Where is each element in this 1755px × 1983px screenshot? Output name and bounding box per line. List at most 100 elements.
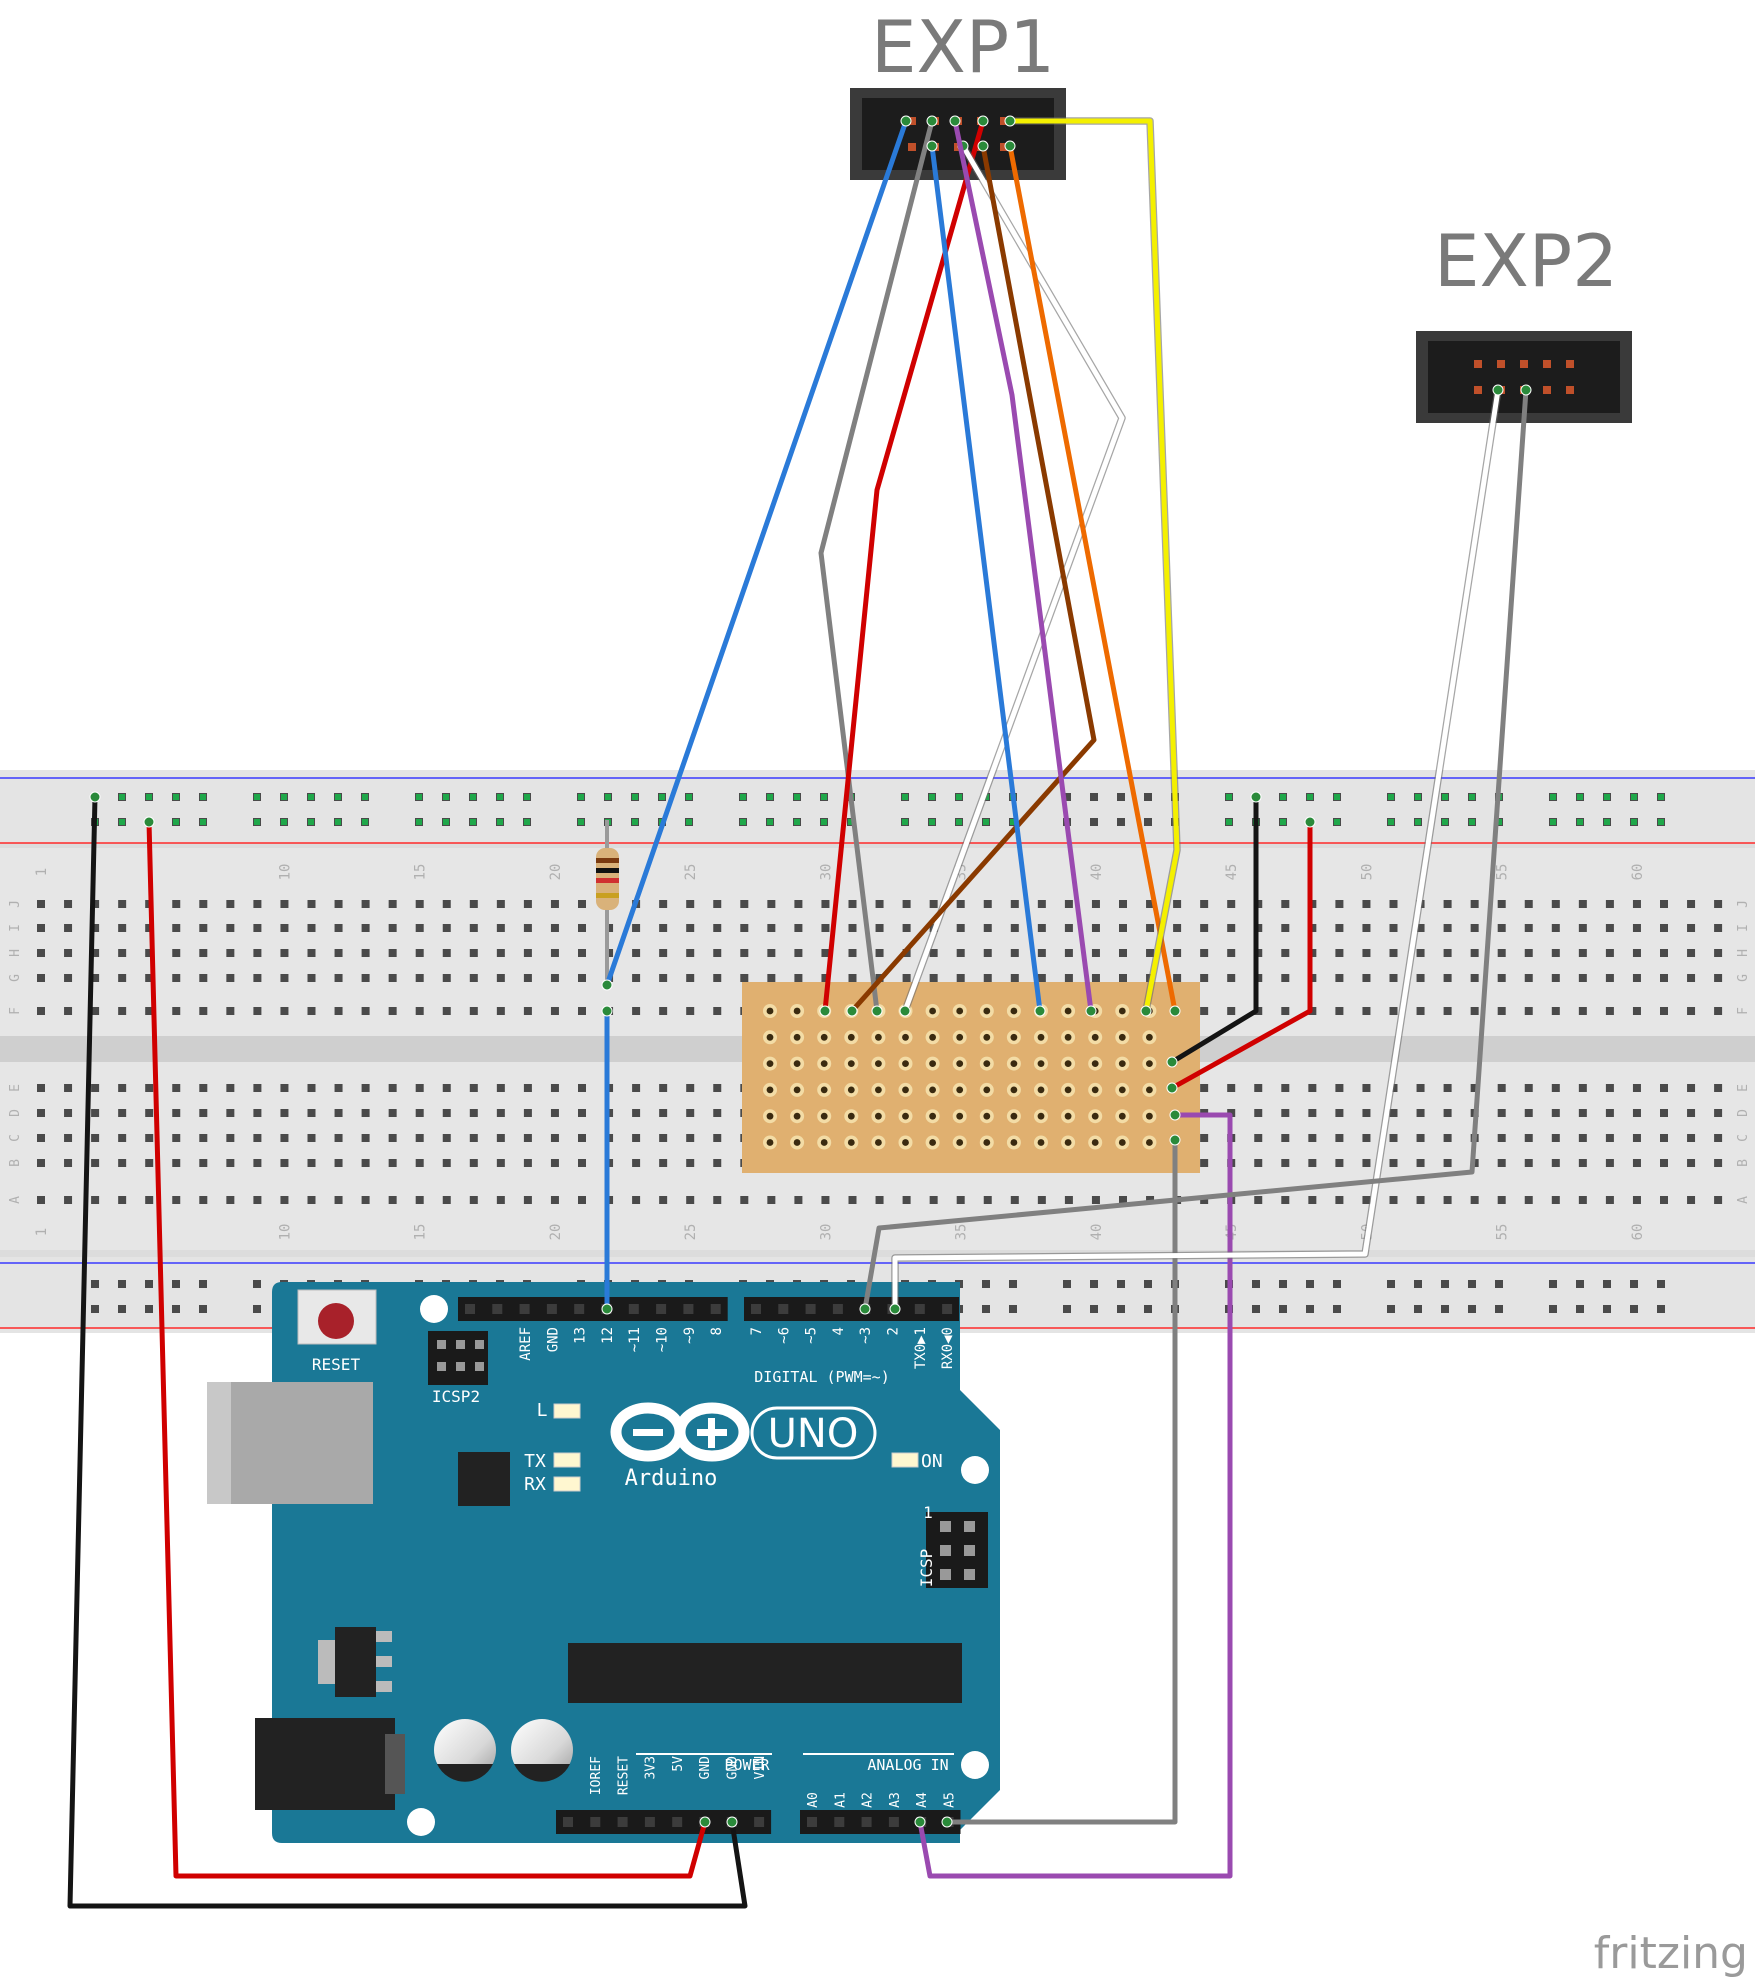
breadboard-hole: [794, 1196, 803, 1204]
breadboard-hole: [956, 924, 965, 932]
breadboard-hole: [902, 974, 911, 982]
wire-end: [1166, 1056, 1178, 1068]
breadboard-hole: [226, 1109, 235, 1117]
connected-hole: [524, 819, 530, 825]
breadboard-hole: [1660, 1084, 1668, 1092]
breadboard-hole: [1687, 1109, 1696, 1117]
connected-hole: [929, 794, 935, 800]
power-header: [556, 1810, 772, 1834]
row-letter: A: [1736, 1196, 1751, 1204]
perfboard-hole: [1146, 1033, 1153, 1041]
breadboard-hole: [199, 1134, 208, 1142]
breadboard-hole: [388, 949, 397, 957]
perfboard-hole: [820, 1060, 828, 1067]
breadboard-hole: [1660, 1196, 1668, 1204]
breadboard-hole: [1714, 1084, 1723, 1092]
column-number: 25: [683, 864, 699, 881]
perfboard-hole: [1064, 1086, 1072, 1094]
capacitor-stripe: [437, 1764, 493, 1782]
header-socket: [492, 1304, 503, 1314]
breadboard-hole: [632, 924, 641, 932]
breadboard-hole: [659, 1084, 668, 1092]
arduino-uno: RESET ICSP2 L TX RX ON: [207, 1282, 1000, 1843]
breadboard-hole: [713, 924, 722, 932]
breadboard-hole: [1578, 1084, 1587, 1092]
connected-hole: [848, 819, 854, 825]
icsp-pin: [964, 1521, 975, 1532]
pin-label: 4: [831, 1327, 847, 1335]
header-socket: [805, 1304, 816, 1314]
breadboard-hole: [37, 949, 45, 957]
pin-label: 12: [600, 1327, 616, 1344]
breadboard-hole: [1173, 924, 1182, 932]
breadboard-hole: [1335, 949, 1344, 957]
breadboard-hole: [523, 900, 532, 908]
perfboard-hole: [1010, 1112, 1018, 1120]
breadboard-hole: [686, 974, 695, 982]
connected-hole: [497, 819, 503, 825]
row-letter: J: [8, 900, 23, 908]
row-letter: G: [1736, 974, 1751, 982]
header-socket: [563, 1817, 573, 1827]
connected-hole: [308, 819, 314, 825]
breadboard-hole: [1524, 1007, 1533, 1015]
rail-hole: [1603, 1305, 1611, 1313]
column-number: 45: [1224, 864, 1240, 881]
digital-header: [458, 1297, 960, 1321]
breadboard-hole: [686, 1196, 695, 1204]
breadboard-hole: [496, 900, 505, 908]
perfboard-hole: [820, 1112, 828, 1120]
perfboard-hole: [875, 1139, 882, 1146]
led-rx-label: RX: [524, 1474, 546, 1495]
rail-hole: [199, 1305, 207, 1313]
rail-hole: [91, 1305, 99, 1313]
breadboard-hole: [91, 1109, 100, 1117]
breadboard-hole: [794, 974, 803, 982]
breadboard-hole: [172, 1134, 181, 1142]
breadboard-hole: [550, 1007, 559, 1015]
breadboard-hole: [1497, 949, 1506, 957]
column-number: 50: [1359, 864, 1375, 881]
breadboard-hole: [1578, 949, 1587, 957]
breadboard-hole: [334, 900, 343, 908]
breadboard-hole: [361, 1196, 370, 1204]
row-letter: I: [1736, 924, 1751, 932]
column-number: 60: [1630, 1224, 1646, 1241]
breadboard-hole: [686, 1109, 695, 1117]
column-number: 10: [277, 864, 293, 881]
pin-label: 7: [749, 1327, 765, 1335]
rail-hole: [1603, 1280, 1611, 1288]
rail-hole: [1306, 1280, 1314, 1288]
perfboard-hole: [983, 1139, 991, 1146]
breadboard-hole: [415, 1196, 424, 1204]
breadboard-hole: [1146, 900, 1155, 908]
breadboard-hole: [37, 924, 45, 932]
breadboard-hole: [1091, 924, 1100, 932]
breadboard-hole: [64, 1084, 73, 1092]
wire-end: [949, 115, 961, 127]
breadboard-hole: [1362, 1007, 1371, 1015]
breadboard-hole: [64, 974, 73, 982]
breadboard-hole: [740, 1196, 749, 1204]
breadboard-hole: [1281, 1109, 1290, 1117]
rail-hole: [1468, 1280, 1476, 1288]
regulator-pin: [376, 1681, 392, 1692]
breadboard-hole: [199, 949, 208, 957]
breadboard-hole: [1416, 949, 1425, 957]
perfboard-hole: [956, 1139, 964, 1146]
breadboard-hole: [334, 974, 343, 982]
breadboard-hole: [632, 949, 641, 957]
breadboard-hole: [1470, 1007, 1479, 1015]
breadboard-hole: [91, 1084, 100, 1092]
perfboard-hole: [766, 1033, 774, 1041]
connected-hole: [605, 794, 611, 800]
perfboard-hole: [956, 1060, 964, 1067]
breadboard-hole: [956, 1196, 965, 1204]
row-letter: F: [1736, 1007, 1751, 1015]
breadboard-hole: [1660, 900, 1668, 908]
breadboard-hole: [523, 1084, 532, 1092]
breadboard-hole: [713, 1109, 722, 1117]
reset-button-cap[interactable]: [318, 1303, 354, 1339]
breadboard-hole: [713, 1007, 722, 1015]
icsp2-pin: [437, 1340, 446, 1349]
